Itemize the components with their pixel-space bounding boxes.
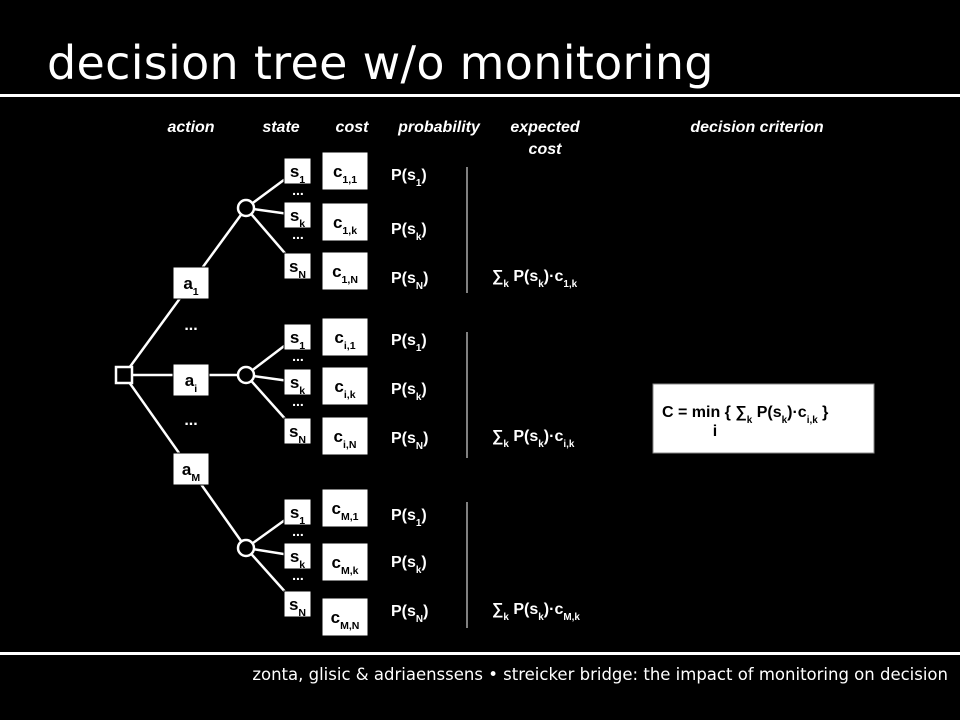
cost-2-1-box (321, 317, 369, 357)
footer-text: zonta, glisic & adriaenssens • streicker… (252, 665, 948, 684)
header-action: action (167, 119, 214, 136)
state-1-3-box (283, 252, 312, 280)
decision-node (114, 365, 134, 385)
chance-node-1 (236, 198, 256, 218)
cost-2-2-label: ci,k (334, 377, 355, 401)
state-1-2-box (283, 201, 312, 229)
probability-1-2: P(sk) (391, 221, 427, 243)
expected-cost-1: ∑k P(sk)·c1,k (492, 268, 578, 290)
cost-1-3-label: c1,N (332, 262, 358, 286)
cost-1-1-box (321, 151, 369, 191)
state-3-3-box (283, 590, 312, 618)
tree-labels: a1aiaM......s1sksN......c1,1c1,kc1,NP(s1… (182, 162, 829, 632)
expected-cost-3: ∑k P(sk)·cM,k (492, 601, 580, 623)
state-2-1-label: s1 (290, 328, 305, 352)
action-3-box (172, 452, 210, 486)
state-ellipsis-3-1: ... (292, 523, 304, 539)
state-1-1-box (283, 157, 312, 185)
state-3-3-label: sN (289, 595, 306, 619)
state-ellipsis-3-2: ... (292, 567, 304, 583)
action-1-box (172, 266, 210, 300)
chance-node-3 (236, 538, 256, 558)
state-ellipsis-1-2: ... (292, 226, 304, 242)
cost-3-1-box (321, 488, 369, 528)
slide-title: decision tree w/o monitoring (47, 36, 714, 90)
cost-2-2-box (321, 366, 369, 406)
state-ellipsis-2-2: ... (292, 393, 304, 409)
chance-node-2 (236, 365, 256, 385)
action-2-box (172, 363, 210, 397)
probability-3-2: P(sk) (391, 554, 427, 576)
cost-2-1-label: ci,1 (334, 328, 355, 352)
state-1-2-label: sk (290, 206, 305, 230)
cost-1-3-box (321, 251, 369, 291)
criterion-formula: C = min { ∑k P(sk)·ci,k } (662, 404, 828, 426)
cost-1-1-label: c1,1 (333, 162, 357, 186)
action-1-label: a1 (183, 274, 198, 298)
state-2-3-box (283, 417, 312, 445)
probability-2-2: P(sk) (391, 381, 427, 403)
probability-2-1: P(s1) (391, 332, 427, 354)
footer-divider (0, 652, 960, 655)
header-probability: probability (397, 119, 481, 136)
probability-1-3: P(sN) (391, 270, 428, 292)
cost-2-3-box (321, 416, 369, 456)
criterion-min-index: i (713, 423, 717, 440)
cost-3-3-label: cM,N (331, 608, 360, 632)
state-3-1-label: s1 (290, 503, 305, 527)
state-3-2-label: sk (290, 547, 305, 571)
probability-3-1: P(s1) (391, 507, 427, 529)
header-cost: cost (336, 119, 370, 136)
header-expected: expected (510, 119, 581, 136)
state-1-1-label: s1 (290, 162, 305, 186)
cost-1-2-label: c1,k (333, 213, 357, 237)
header-state: state (262, 119, 299, 136)
title-divider (0, 94, 960, 97)
action-2-label: ai (185, 371, 197, 395)
state-2-2-label: sk (290, 373, 305, 397)
state-3-1-box (283, 498, 312, 526)
state-1-3-label: sN (289, 257, 306, 281)
action-ellipsis-1: ... (184, 317, 197, 334)
action-3-label: aM (182, 460, 200, 484)
state-ellipsis-2-1: ... (292, 348, 304, 364)
cost-3-2-box (321, 542, 369, 582)
cost-3-3-box (321, 597, 369, 637)
cost-1-2-box (321, 202, 369, 242)
probability-1-1: P(s1) (391, 167, 427, 189)
state-2-2-box (283, 368, 312, 396)
state-3-2-box (283, 542, 312, 570)
tree-nodes (114, 151, 875, 637)
criterion-box (652, 383, 875, 454)
state-2-3-label: sN (289, 422, 306, 446)
action-ellipsis-2: ... (184, 412, 197, 429)
state-ellipsis-1-1: ... (292, 182, 304, 198)
state-2-1-box (283, 323, 312, 351)
cost-3-2-label: cM,k (331, 553, 358, 577)
header-decision-criterion: decision criterion (690, 119, 824, 136)
expected-cost-2: ∑k P(sk)·ci,k (492, 428, 575, 450)
cost-3-1-label: cM,1 (331, 499, 358, 523)
probability-3-3: P(sN) (391, 603, 428, 625)
probability-2-3: P(sN) (391, 430, 428, 452)
cost-2-3-label: ci,N (334, 427, 357, 451)
header-expected-cost: cost (529, 141, 563, 158)
